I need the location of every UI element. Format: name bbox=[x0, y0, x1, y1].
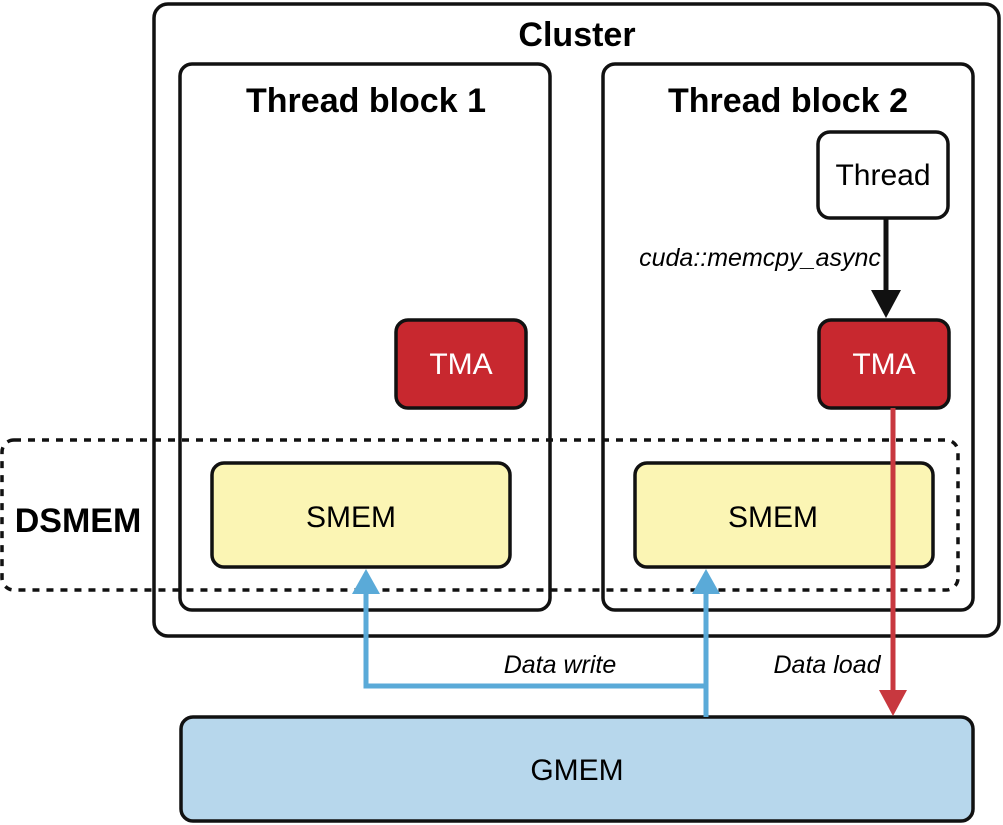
smem-box-block-2 bbox=[633, 461, 935, 569]
thread-block-2-box bbox=[601, 62, 975, 612]
data-write-arrowhead-block-1 bbox=[352, 569, 380, 594]
dsmem-region bbox=[0, 438, 960, 592]
gmem-box bbox=[179, 715, 975, 823]
tma-label-block-1: TMA bbox=[429, 348, 492, 381]
data-write-arrowhead-block-2 bbox=[692, 569, 720, 594]
gmem-label: GMEM bbox=[530, 754, 623, 787]
data-load-label: Data load bbox=[773, 651, 881, 679]
thread-box bbox=[816, 130, 950, 220]
memcpy-async-label: cuda::memcpy_async bbox=[639, 244, 881, 272]
tma-box-block-1 bbox=[394, 318, 528, 410]
cluster-label: Cluster bbox=[518, 16, 635, 54]
smem-label-block-1: SMEM bbox=[306, 501, 396, 534]
thread-block-2-title: Thread block 2 bbox=[668, 82, 908, 120]
dsmem-label: DSMEM bbox=[15, 502, 142, 540]
data-write-label: Data write bbox=[504, 651, 617, 679]
data-write-arrow-path bbox=[363, 594, 709, 717]
data-load-arrowhead bbox=[879, 690, 907, 716]
smem-label-block-2: SMEM bbox=[728, 501, 818, 534]
tma-label-block-2: TMA bbox=[852, 348, 915, 381]
cluster-box bbox=[152, 2, 1001, 638]
thread-block-1-title: Thread block 1 bbox=[246, 82, 486, 120]
thread-label: Thread bbox=[835, 159, 930, 192]
thread-to-tma-arrowhead bbox=[871, 290, 901, 318]
smem-box-block-1 bbox=[210, 461, 512, 569]
tma-box-block-2 bbox=[817, 318, 951, 410]
